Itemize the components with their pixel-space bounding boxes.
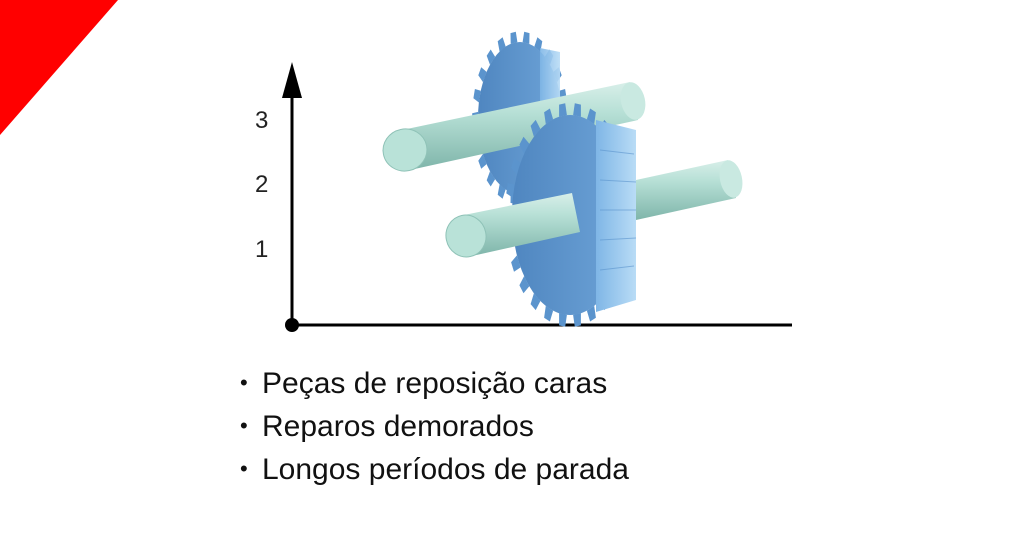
bullet-text: Peças de reposição caras: [262, 367, 608, 400]
gear-tooth: [506, 183, 515, 198]
gear-tooth: [486, 49, 496, 65]
gear-tooth: [473, 89, 481, 103]
gear-tooth: [559, 313, 567, 327]
shaft-upper: [382, 82, 646, 172]
axis-origin: [285, 318, 299, 332]
axes: 3 2 1: [255, 62, 792, 332]
red-triangle-corner-icon: [0, 0, 118, 135]
gear-tooth: [530, 293, 541, 311]
y-tick-label-1: 1: [255, 236, 268, 263]
gear-tooth: [544, 108, 554, 125]
bullet-list: • Peças de reposição caras • Reparos demor…: [240, 362, 629, 491]
gear-tooth: [519, 136, 530, 154]
bullet-text: Reparos demorados: [262, 410, 534, 443]
gear-tooth: [544, 305, 554, 322]
bullet-dot: •: [240, 370, 248, 395]
gear-tooth: [522, 31, 530, 44]
gear-tooth: [519, 276, 530, 294]
bullet-dot: •: [240, 456, 248, 481]
y-tick-label-3: 3: [255, 107, 268, 134]
bullet-item-expensive-parts: • Peças de reposição caras: [240, 362, 629, 405]
gear-tooth: [573, 313, 581, 327]
y-axis-arrow: [282, 62, 302, 98]
gear-tooth: [511, 255, 521, 272]
gear-tooth: [510, 31, 518, 44]
gear-tooth: [586, 108, 596, 125]
gear-tooth: [478, 153, 487, 169]
gear-tooth: [478, 67, 487, 83]
gear-tooth: [511, 158, 521, 175]
gear-tooth: [530, 119, 541, 137]
gear-tooth: [486, 171, 496, 187]
bullet-item-slow-repairs: • Reparos demorados: [240, 405, 629, 448]
bullet-dot: •: [240, 413, 248, 438]
gear-tooth: [586, 305, 596, 322]
gear-tooth: [573, 103, 581, 117]
bullet-text: Longos períodos de parada: [262, 453, 629, 486]
shaft-lower: [445, 160, 743, 258]
y-tick-label-2: 2: [255, 171, 268, 198]
bullet-item-long-downtime: • Longos períodos de parada: [240, 448, 629, 491]
gear-tooth: [559, 103, 567, 117]
